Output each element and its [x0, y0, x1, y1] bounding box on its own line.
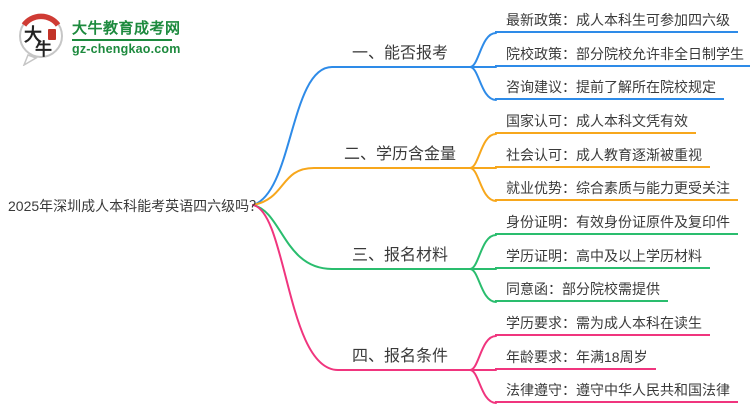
- leaf-node: 院校政策：部分院校允许非全日制学生: [495, 44, 750, 67]
- logo-text-block: 大牛教育成考网 gz-chengkao.com: [72, 20, 181, 57]
- branch2-label: 二、学历含金量: [343, 146, 456, 163]
- badge-char-top: 大: [24, 24, 42, 45]
- site-domain: gz-chengkao.com: [72, 41, 181, 56]
- leaf-node: 学历证明：高中及以上学历材料: [495, 246, 710, 269]
- branch1-leaf1-line: [469, 32, 497, 68]
- leaf-node: 就业优势：综合素质与能力更受关注: [495, 178, 738, 201]
- root-topic: 2025年深圳成人本科能考英语四六级吗？: [8, 198, 264, 214]
- branch2-trunk-line: [252, 167, 471, 206]
- logo-divider: [72, 38, 172, 41]
- branch2-leaf3-line: [469, 167, 497, 202]
- leaf-node: 社会认可：成人教育逐渐被重视: [495, 145, 710, 168]
- branch4-leaf3-line: [469, 369, 497, 404]
- leaf-node: 身份证明：有效身份证原件及复印件: [495, 212, 738, 235]
- branch3-label: 三、报名材料: [351, 247, 448, 264]
- branch4-trunk-line: [252, 204, 471, 371]
- branch1-trunk-line: [252, 66, 471, 206]
- daniu-bull-badge-icon: 大 牛: [19, 13, 63, 66]
- site-title: 大牛教育成考网: [72, 19, 181, 37]
- leaf-node: 咨询建议：提前了解所在院校规定: [495, 77, 724, 100]
- red-arc: [21, 13, 61, 27]
- branch4-label: 四、报名条件: [351, 348, 448, 365]
- branch3-leaf1-line: [469, 234, 497, 270]
- badge-char-bottom: 牛: [35, 39, 52, 59]
- speech-bubble-tail: [22, 54, 38, 66]
- branch3-trunk-line: [252, 204, 471, 270]
- red-seal: [48, 29, 56, 40]
- leaf-node: 学历要求：需为成人本科在读生: [495, 313, 710, 336]
- branch3-leaf3-line: [469, 268, 497, 303]
- branch1-leaf3-line: [469, 66, 497, 101]
- leaf-node: 年龄要求：年满18周岁: [495, 347, 656, 370]
- leaf-node: 同意函：部分院校需提供: [495, 279, 668, 302]
- leaf-node: 最新政策：成人本科生可参加四六级: [495, 10, 738, 33]
- site-logo: 大 牛 大牛教育成考网 gz-chengkao.com: [16, 10, 181, 66]
- leaf-node: 法律遵守：遵守中华人民共和国法律: [495, 380, 738, 403]
- leaf-node: 国家认可：成人本科文凭有效: [495, 111, 696, 134]
- branch4-leaf1-line: [469, 335, 497, 371]
- branch2-leaf1-line: [469, 133, 497, 169]
- branch1-label: 一、能否报考: [351, 45, 448, 62]
